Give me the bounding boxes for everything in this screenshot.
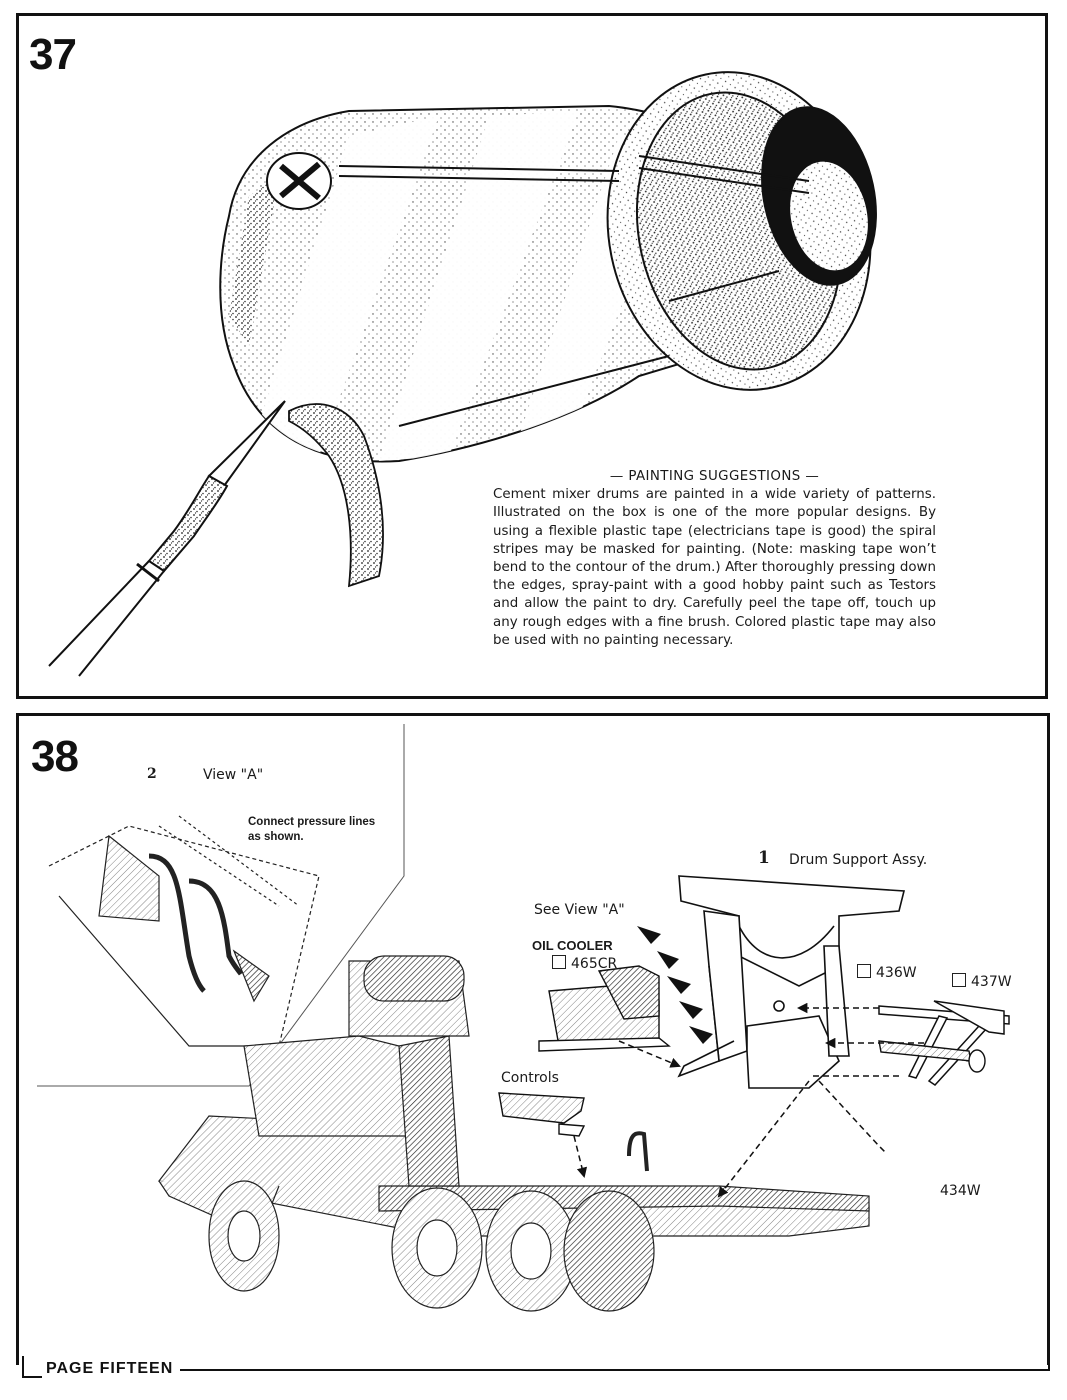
part-437w-number: 437W — [971, 974, 1012, 990]
part-436w: 436W — [857, 964, 917, 981]
step-38-panel: 38 — [16, 713, 1050, 1365]
oil-cooler-label: OIL COOLER — [532, 938, 613, 953]
painting-suggestions-title: — PAINTING SUGGESTIONS — — [609, 469, 820, 484]
inset-view-title: View "A" — [203, 767, 264, 783]
part-436w-number: 436W — [876, 965, 917, 981]
page-footer: PAGE FIFTEEN — [46, 1360, 174, 1377]
footer-rule-end — [1048, 1356, 1050, 1371]
checkbox-icon — [857, 964, 871, 978]
inset-note-line-1: Connect pressure lines — [248, 816, 376, 828]
drum-support-number: 1 — [758, 848, 770, 868]
truck-assembly-illustration — [37, 724, 1010, 1312]
painting-suggestions-text: Cement mixer drums are painted in a wide… — [493, 487, 936, 648]
footer-bracket — [22, 1356, 24, 1378]
oil-cooler-part: 465CR — [552, 955, 617, 972]
inset-note-line-2: as shown. — [248, 831, 304, 843]
controls-label: Controls — [501, 1070, 559, 1086]
drum-support-label: Drum Support Assy. — [789, 852, 928, 868]
footer-bracket-base — [22, 1376, 42, 1378]
oil-cooler-part-number: 465CR — [571, 956, 618, 972]
part-434w-label: 434W — [940, 1183, 981, 1199]
step-number: 37 — [29, 30, 77, 79]
footer-rule — [180, 1369, 1050, 1371]
mixer-drum-illustration — [48, 71, 877, 677]
part-437w: 437W — [952, 973, 1012, 990]
painting-suggestions: — PAINTING SUGGESTIONS — Cement mixer dr… — [493, 468, 936, 650]
step-37-panel: 37 — [16, 13, 1048, 699]
see-view-label: See View "A" — [534, 902, 625, 918]
inset-step-number: 2 — [147, 766, 157, 782]
step-number: 38 — [31, 732, 79, 781]
checkbox-icon — [552, 955, 566, 969]
checkbox-icon — [952, 973, 966, 987]
